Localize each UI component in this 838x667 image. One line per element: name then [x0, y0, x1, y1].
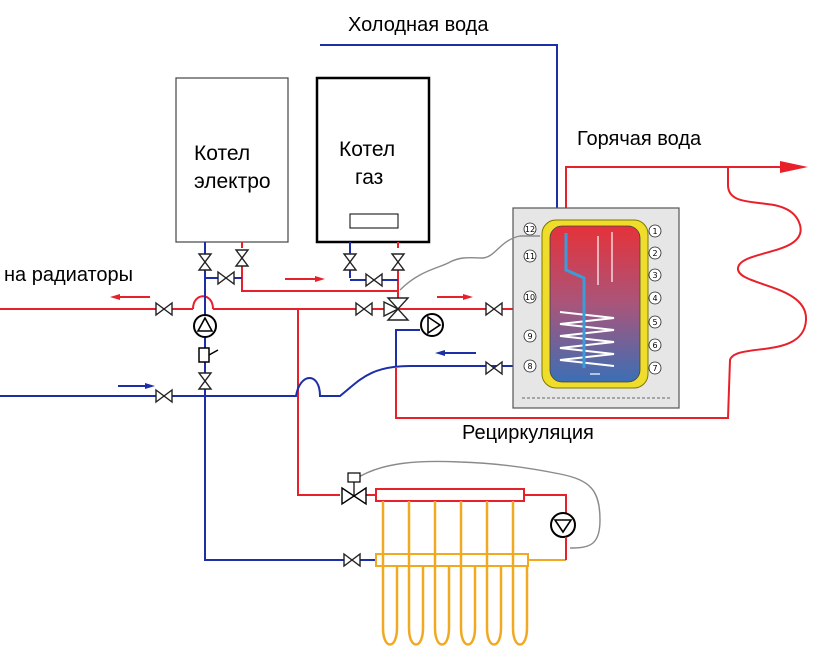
heating-supply-pipes [0, 253, 567, 548]
gas-boiler-label: Котел газ [339, 136, 395, 192]
tank-callout-9: 9 [523, 329, 537, 343]
svg-text:10: 10 [525, 293, 535, 302]
underfloor-manifold-supply [375, 488, 525, 502]
underfloor-heating-loops [381, 501, 529, 646]
svg-text:11: 11 [525, 252, 535, 261]
svg-text:4: 4 [652, 294, 657, 303]
recirculation-label: Рециркуляция [462, 422, 594, 444]
electric-boiler [175, 77, 289, 243]
svg-text:5: 5 [652, 318, 657, 327]
strainer-filter [198, 338, 219, 368]
sensor-wires [353, 235, 601, 549]
electric-boiler-line1: Котел [194, 142, 251, 165]
tank-callout-2: 2 [648, 246, 662, 260]
tank-callout-8: 8 [523, 359, 537, 373]
tank-callout-7: 7 [648, 361, 662, 375]
tank-callout-4: 4 [648, 291, 662, 305]
tank-callout-10: 10 [523, 290, 537, 304]
underfloor-manifold-return [375, 553, 529, 567]
gas-boiler-line2: газ [355, 166, 384, 189]
tank-callout-5: 5 [648, 315, 662, 329]
electric-boiler-label: Котел электро [194, 140, 271, 196]
indirect-water-heater [512, 207, 680, 409]
svg-text:9: 9 [527, 332, 532, 341]
tank-callout-6: 6 [648, 338, 662, 352]
boiler-tank-pump [420, 313, 444, 337]
svg-text:1: 1 [652, 227, 657, 236]
gas-boiler-line1: Котел [339, 138, 396, 161]
supply-flow-arrows [110, 276, 473, 300]
svg-text:8: 8 [527, 362, 532, 371]
tank-callout-12: 12 [523, 222, 537, 236]
tank-callout-11: 11 [523, 249, 537, 263]
heating-return-pipes [0, 245, 560, 561]
svg-text:6: 6 [652, 341, 657, 350]
floor-circuit-pump [550, 512, 576, 538]
heating-circuit-pump [193, 314, 217, 338]
svg-text:3: 3 [652, 271, 657, 280]
return-flow-arrows [118, 350, 476, 389]
cold-water-label: Холодная вода [348, 14, 489, 36]
svg-text:2: 2 [652, 249, 657, 258]
three-way-valve [383, 297, 410, 321]
hot-water-label: Горячая вода [577, 128, 702, 150]
cold-water-pipe [320, 44, 558, 272]
electric-boiler-line2: электро [194, 170, 271, 193]
tank-callout-3: 3 [648, 268, 662, 282]
mixing-valve [341, 472, 367, 506]
to-radiators-label: на радиаторы [4, 264, 134, 286]
svg-text:7: 7 [652, 364, 657, 373]
gas-boiler-display [349, 213, 399, 229]
svg-text:12: 12 [525, 225, 535, 234]
tank-callout-1: 1 [648, 224, 662, 238]
